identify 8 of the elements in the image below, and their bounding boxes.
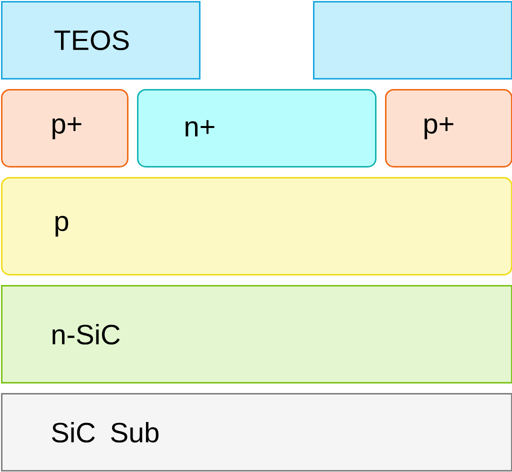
layer-box: p+: [1, 89, 128, 168]
layer-box: n+: [137, 89, 376, 168]
layer-box: [313, 1, 512, 80]
layer-box: n-SiC: [1, 285, 512, 384]
layer-box: TEOS: [1, 1, 200, 80]
layer-box: p+: [385, 89, 512, 168]
layer-box: SiC Sub: [1, 393, 512, 472]
layer-box: p: [1, 177, 512, 276]
